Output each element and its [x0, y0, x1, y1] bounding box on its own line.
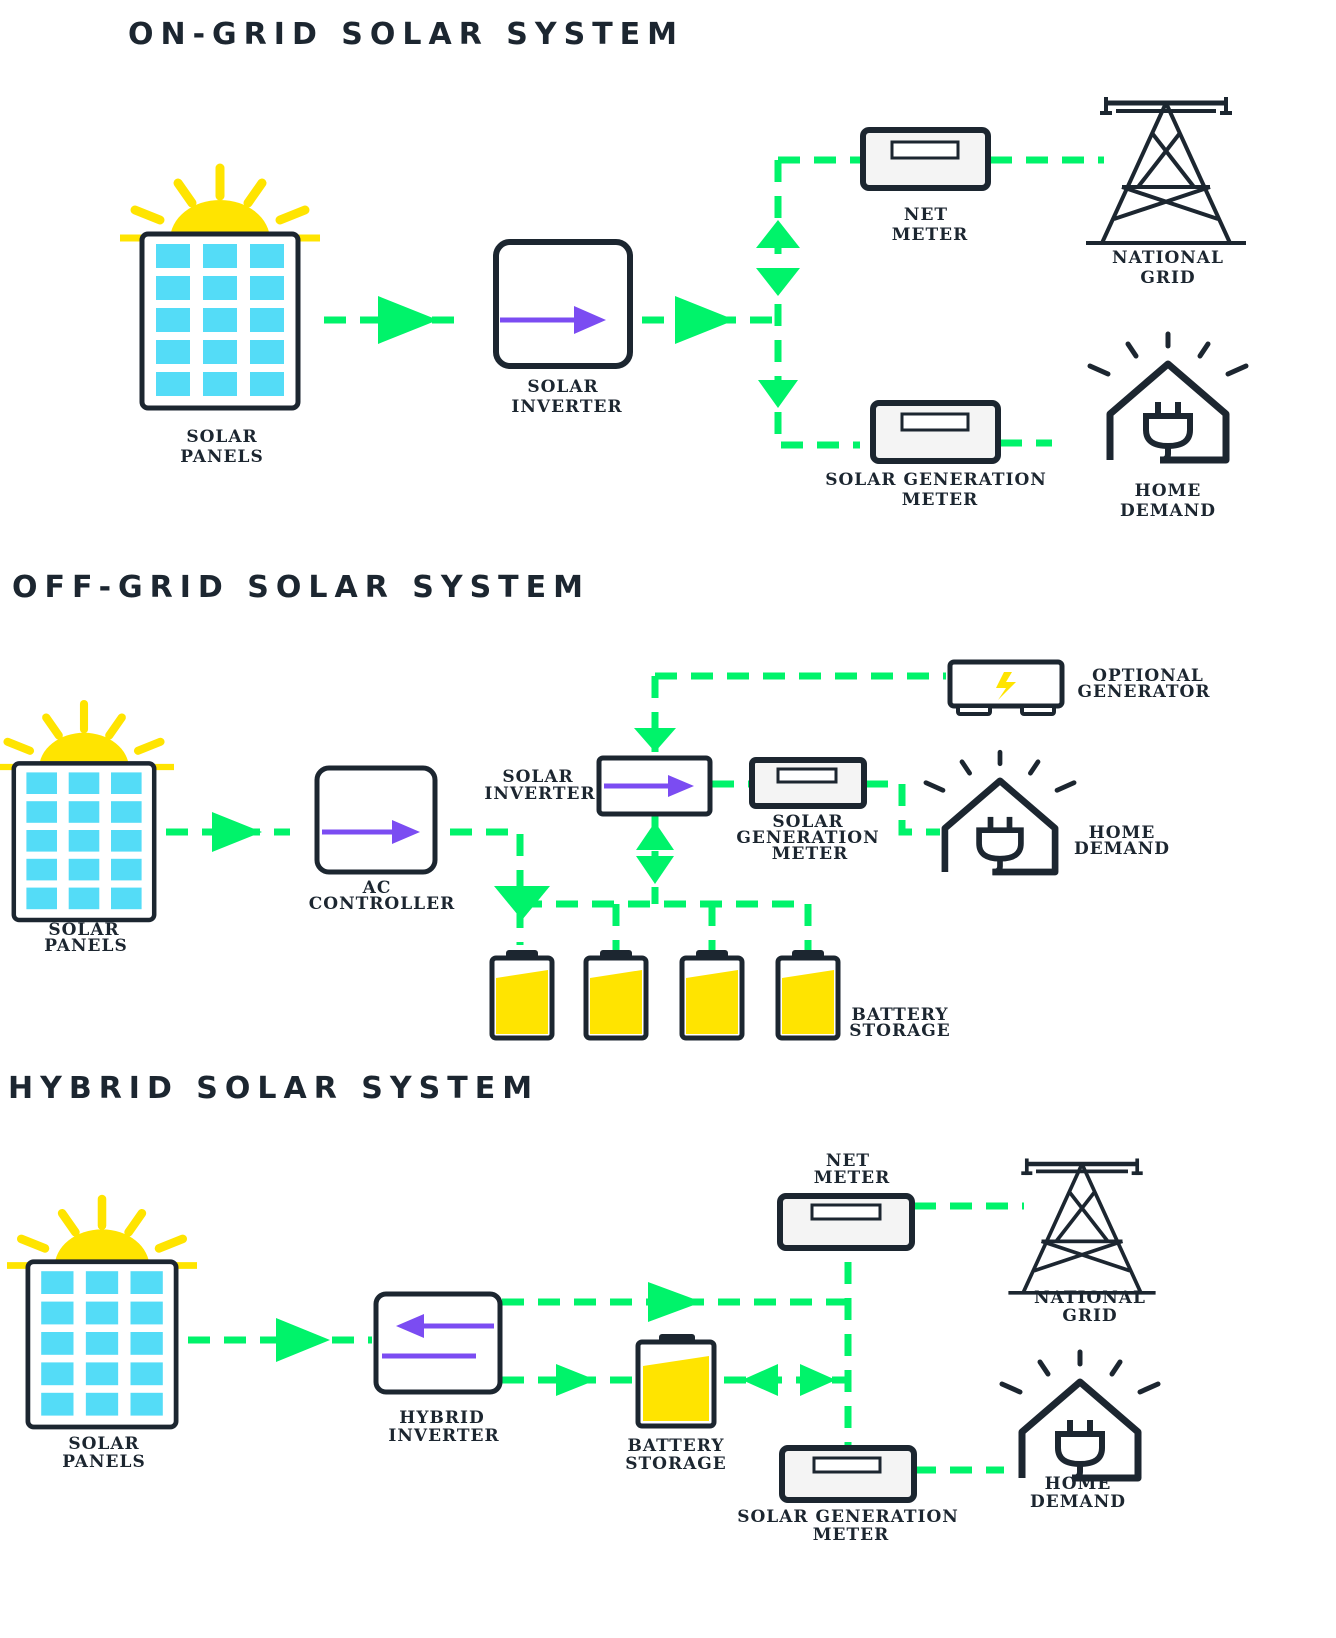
hybrid-inverter-label-2: INVERTER — [388, 1426, 499, 1446]
hybrid-net-meter-label-1: NET — [826, 1151, 870, 1171]
hybrid-home-demand-label-1: HOME — [1045, 1474, 1112, 1494]
hybrid-national-grid-label-2: GRID — [1062, 1306, 1117, 1326]
on-grid-solar-generation-meter-icon — [870, 400, 1001, 464]
on-grid-solar-panels-label-1: SOLAR — [186, 427, 257, 447]
flow-arrow-icon — [634, 728, 676, 752]
hybrid-solar-generation-meter-label-1: SOLAR GENERATION — [737, 1507, 959, 1527]
off-grid-solar-inverter-label-2: INVERTER — [484, 784, 595, 804]
hybrid-home-icon — [1002, 1352, 1158, 1478]
hybrid-solar-panels-label-1: SOLAR — [68, 1434, 139, 1454]
on-grid-solar-inverter-icon — [493, 239, 633, 369]
flow-arrow-icon — [800, 1364, 836, 1396]
on-grid-solar-generation-meter-label-2: METER — [902, 490, 979, 510]
flow-arrow-icon — [276, 1318, 330, 1362]
off-grid-solar-inverter-label-1: SOLAR — [502, 767, 573, 787]
hybrid-home-demand-label-2: DEMAND — [1030, 1492, 1126, 1512]
off-grid-optional-generator-label-2: GENERATOR — [1078, 682, 1211, 702]
hybrid-solar-panels-label-2: PANELS — [62, 1452, 145, 1472]
off-grid-ac-controller-icon — [314, 765, 438, 875]
off-grid-home-demand-label-1: HOME — [1089, 823, 1156, 843]
on-grid-national-grid-label-2: GRID — [1140, 268, 1195, 288]
flow-arrow-icon — [556, 1364, 596, 1396]
off-grid-battery-icon — [492, 950, 552, 1038]
on-grid-home-icon — [1090, 334, 1246, 460]
off-grid-battery-icon — [586, 950, 646, 1038]
off-grid-solar-generation-meter-icon — [749, 757, 867, 809]
on-grid-solar-generation-meter-label-1: SOLAR GENERATION — [825, 470, 1047, 490]
on-grid-net-meter-icon — [860, 127, 991, 191]
on-grid-home-demand-label-1: HOME — [1135, 481, 1202, 501]
off-grid-optional-generator-label-1: OPTIONAL — [1092, 666, 1204, 686]
hybrid-solar-generation-meter-label-2: METER — [813, 1525, 890, 1545]
hybrid-section: HYBRID SOLAR SYSTEM SOLAR PANELS HYBRID … — [7, 1071, 1158, 1545]
flow-arrow-icon — [742, 1364, 778, 1396]
off-grid-solar-panel-icon — [0, 704, 174, 920]
on-grid-transmission-tower-icon — [1086, 97, 1246, 243]
off-grid-generator-icon — [947, 659, 1065, 716]
hybrid-inverter-icon — [373, 1291, 503, 1395]
off-grid-home-icon — [926, 752, 1074, 872]
hybrid-transmission-tower-icon — [1008, 1158, 1155, 1292]
off-grid-battery-icon — [682, 950, 742, 1038]
off-grid-solar-generation-meter-label-2: GENERATION — [736, 828, 879, 848]
off-grid-ac-controller-label-1: AC — [362, 878, 392, 898]
off-grid-solar-panels-label-1: SOLAR — [48, 920, 119, 940]
flow-arrow-icon — [378, 296, 438, 344]
flow-arrow-icon — [756, 268, 800, 296]
off-grid-battery-storage-label-1: BATTERY — [851, 1005, 948, 1025]
hybrid-battery-storage-label-2: STORAGE — [625, 1454, 727, 1474]
flow-arrow-icon — [675, 296, 735, 344]
flow-arrow-icon — [636, 856, 674, 884]
flow-arrow-icon — [636, 822, 674, 850]
off-grid-battery-icon — [778, 950, 838, 1038]
on-grid-net-meter-label-2: METER — [892, 225, 969, 245]
off-grid-solar-generation-meter-label-1: SOLAR — [772, 812, 843, 832]
hybrid-battery-icon — [635, 1334, 717, 1429]
on-grid-home-demand-label-2: DEMAND — [1120, 501, 1216, 521]
hybrid-inverter-label-1: HYBRID — [399, 1408, 484, 1428]
on-grid-solar-inverter-label-1: SOLAR — [527, 377, 598, 397]
off-grid-solar-inverter-icon — [596, 755, 713, 817]
off-grid-ac-controller-label-2: CONTROLLER — [309, 894, 455, 914]
hybrid-net-meter-icon — [777, 1193, 915, 1251]
flow-arrow-icon — [758, 380, 798, 408]
off-grid-solar-panels-label-2: PANELS — [44, 936, 127, 956]
flow-arrow-icon — [756, 220, 800, 248]
flow-arrow-icon — [648, 1282, 702, 1322]
off-grid-home-demand-label-2: DEMAND — [1074, 839, 1170, 859]
on-grid-section: ON-GRID SOLAR SYSTEM SOLAR PANELS SOLAR … — [120, 17, 1246, 521]
on-grid-title: ON-GRID SOLAR SYSTEM — [128, 17, 684, 52]
hybrid-solar-panel-icon — [7, 1199, 197, 1427]
hybrid-solar-generation-meter-icon — [779, 1445, 917, 1503]
hybrid-net-meter-label-2: METER — [814, 1168, 891, 1188]
off-grid-title: OFF-GRID SOLAR SYSTEM — [12, 570, 590, 605]
off-grid-solar-generation-meter-label-3: METER — [772, 844, 849, 864]
hybrid-national-grid-label-1: NATIONAL — [1034, 1288, 1146, 1308]
on-grid-net-meter-label-1: NET — [904, 205, 948, 225]
hybrid-title: HYBRID SOLAR SYSTEM — [8, 1071, 539, 1106]
on-grid-national-grid-label-1: NATIONAL — [1112, 248, 1224, 268]
off-grid-battery-storage-label-2: STORAGE — [849, 1021, 951, 1041]
flow-arrow-icon — [212, 812, 262, 852]
hybrid-battery-storage-label-1: BATTERY — [627, 1436, 724, 1456]
on-grid-solar-inverter-label-2: INVERTER — [511, 397, 622, 417]
on-grid-solar-panels-label-2: PANELS — [180, 447, 263, 467]
on-grid-solar-panel-icon — [120, 168, 320, 408]
off-grid-section: OFF-GRID SOLAR SYSTEM SOLAR PANELS AC CO… — [0, 570, 1211, 1041]
